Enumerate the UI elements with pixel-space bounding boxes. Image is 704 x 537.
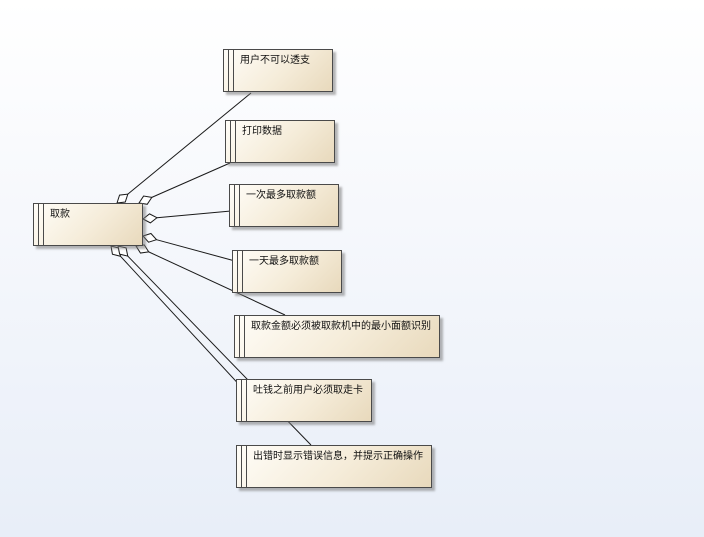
connector-r4[interactable] [156, 239, 236, 262]
aggregation-diamond-r1 [116, 193, 129, 204]
node-withdraw-label: 取款 [50, 209, 70, 220]
node-error-message[interactable]: 出错时显示错误信息，并提示正确操作 [236, 445, 432, 488]
aggregation-diamond-r3 [142, 213, 158, 224]
node-withdraw[interactable]: 取款 [33, 203, 143, 246]
element-strip [237, 446, 247, 487]
element-strip [230, 185, 240, 226]
aggregation-diamond-r5 [135, 244, 150, 254]
node-max-per-day-label: 一天最多取款额 [249, 256, 319, 267]
connector-layer [110, 92, 312, 446]
connector-r2[interactable] [151, 162, 231, 198]
node-no-overdraft-label: 用户不可以透支 [240, 55, 310, 66]
node-no-overdraft[interactable]: 用户不可以透支 [223, 49, 333, 92]
node-take-card-first-label: 吐钱之前用户必须取走卡 [253, 385, 363, 396]
aggregation-diamond-r7 [117, 245, 129, 257]
connector-r3[interactable] [156, 210, 232, 219]
aggregation-diamond-r2 [138, 195, 153, 205]
connector-r1[interactable] [127, 92, 252, 195]
node-max-per-day[interactable]: 一天最多取款额 [232, 250, 342, 293]
element-strip [233, 251, 243, 292]
aggregation-diamond-r4 [142, 232, 158, 243]
node-print-data[interactable]: 打印数据 [225, 120, 335, 163]
element-strip [224, 50, 234, 91]
node-error-message-label: 出错时显示错误信息，并提示正确操作 [253, 451, 423, 462]
element-strip [235, 316, 245, 357]
node-max-per-transaction[interactable]: 一次最多取款额 [229, 184, 339, 227]
element-strip [34, 204, 44, 245]
connector-r5[interactable] [148, 251, 286, 316]
node-amount-denomination[interactable]: 取款金额必须被取款机中的最小面额识别 [234, 315, 440, 358]
node-print-data-label: 打印数据 [242, 126, 282, 137]
connector-r6[interactable] [120, 255, 246, 392]
node-amount-denomination-label: 取款金额必须被取款机中的最小面额识别 [251, 321, 431, 332]
element-strip [226, 121, 236, 162]
node-take-card-first[interactable]: 吐钱之前用户必须取走卡 [236, 379, 372, 422]
element-strip [237, 380, 247, 421]
node-max-per-transaction-label: 一次最多取款额 [246, 190, 316, 201]
